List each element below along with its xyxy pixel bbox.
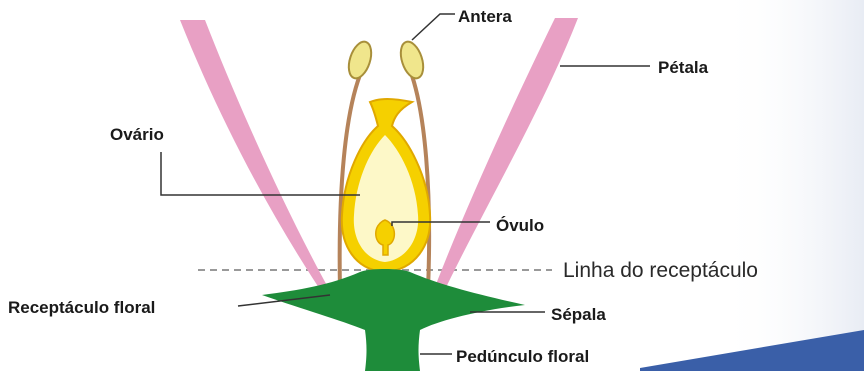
leader-anther [412,14,455,40]
label-petal: Pétala [658,58,709,77]
anther-right [397,39,428,81]
anther-left [345,39,376,81]
label-floral-receptacle: Receptáculo floral [8,298,155,317]
petal-left [180,20,335,300]
label-anther: Antera [458,7,512,26]
label-receptacle-line: Linha do receptáculo [563,259,758,282]
background-fade [720,0,864,371]
petal-right [430,18,578,300]
label-sepal: Sépala [551,305,606,324]
label-ovary: Ovário [110,125,164,144]
label-peduncle: Pedúnculo floral [456,347,589,366]
label-ovule: Óvulo [496,216,544,235]
